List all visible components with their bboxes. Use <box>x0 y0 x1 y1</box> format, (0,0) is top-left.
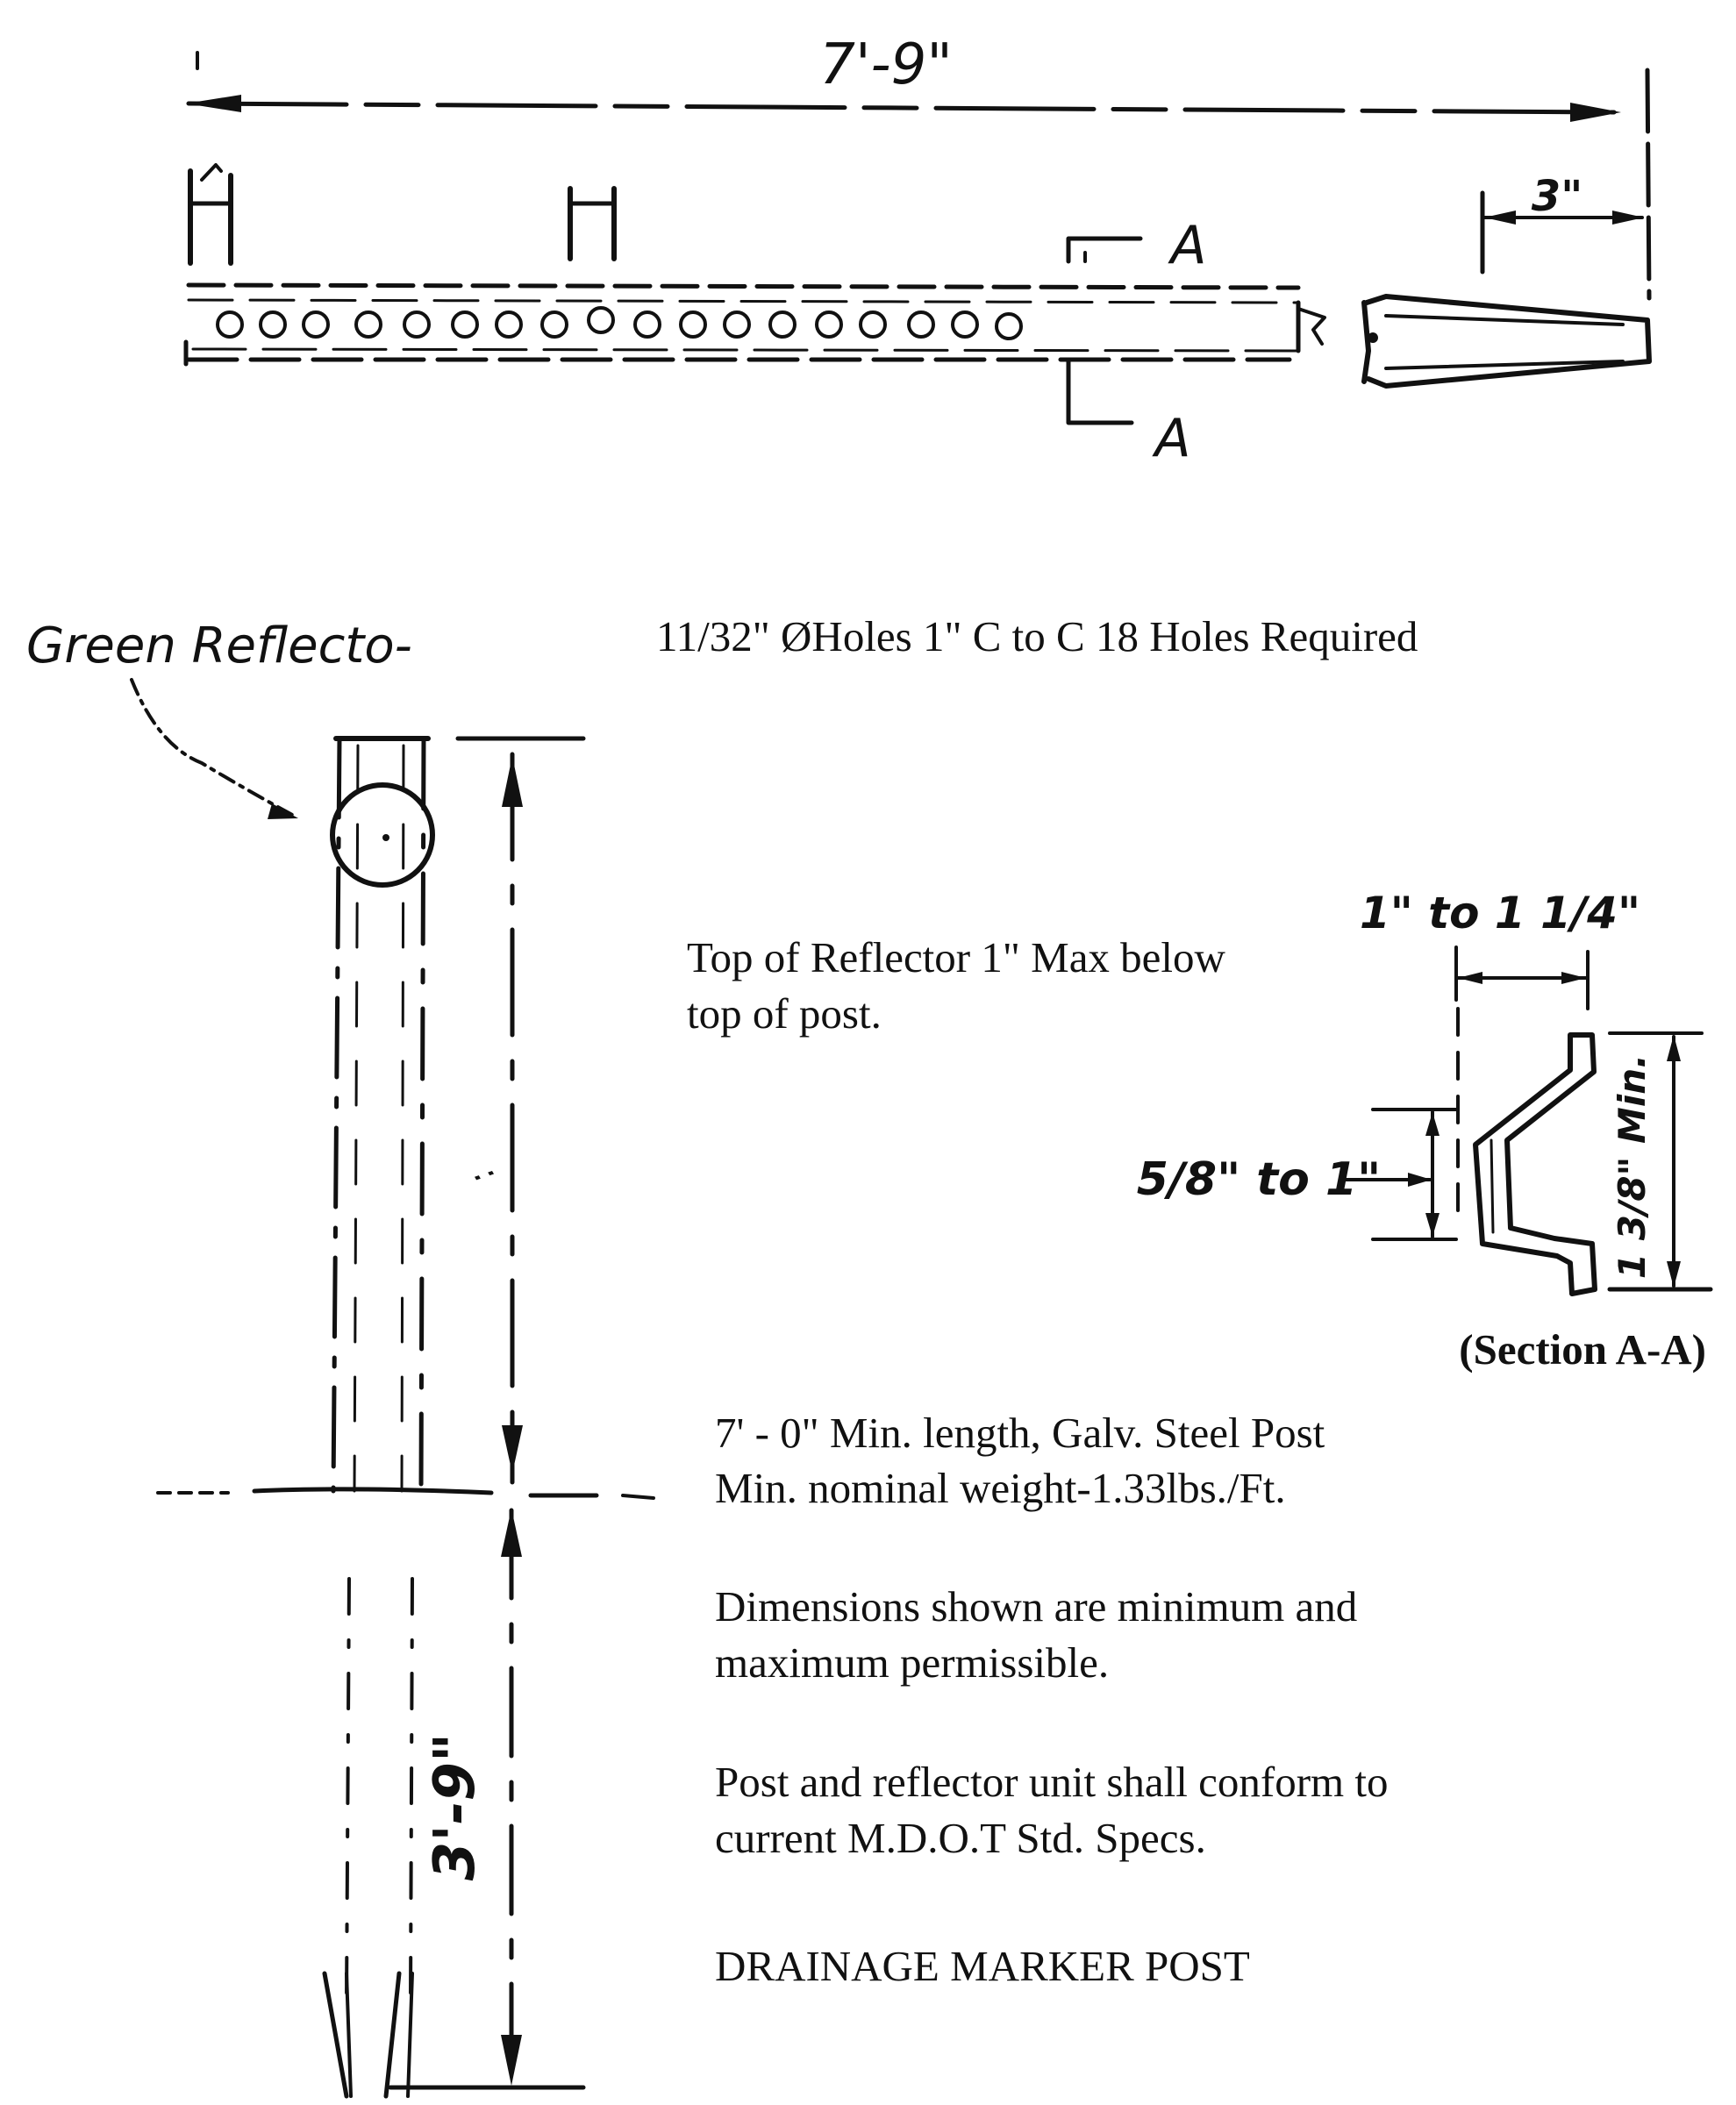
plan-view: 7'-9" 3" <box>183 32 1652 469</box>
section-mark-top: A <box>1167 215 1206 276</box>
svg-text::: : <box>466 1160 507 1190</box>
section-width-label: 1" to 1 1/4" <box>1360 888 1640 938</box>
h-mark-middle <box>568 186 617 261</box>
end-dimension: 3" <box>1480 172 1644 275</box>
conform-note-line2: current M.D.O.T Std. Specs. <box>715 1814 1206 1862</box>
section-height-label: 1 3/8" Min. <box>1611 1054 1654 1279</box>
drawing-title: DRAINAGE MARKER POST <box>715 1942 1250 1990</box>
section-a-a: 1" to 1 1/4" 5/8" to 1" 1 3/8" Min. (Sec… <box>1137 888 1713 1374</box>
section-depth-label: 5/8" to 1" <box>1137 1153 1382 1206</box>
post-note-line1: 7' - 0" Min. length, Galv. Steel Post <box>715 1409 1325 1457</box>
overall-length-label: 7'-9" <box>819 32 953 97</box>
h-mark-left <box>188 163 233 266</box>
end-dimension-label: 3" <box>1532 172 1582 221</box>
post-holes <box>216 306 1023 340</box>
reflector-circle <box>330 782 435 888</box>
post-note-line2: Min. nominal weight-1.33lbs./Ft. <box>715 1464 1286 1512</box>
reflector-note-line2: top of post. <box>687 989 882 1038</box>
dimensions-note-line2: maximum permissible. <box>715 1638 1109 1687</box>
embed-dimension-label: 3'-9" <box>423 1733 488 1881</box>
post-bar <box>183 282 1326 367</box>
post-elevation: : 3'-9" <box>130 678 655 2099</box>
section-cut-top: A <box>1066 215 1207 276</box>
overall-length-dimension: 7'-9" <box>186 32 1652 301</box>
section-cut-bottom: A <box>1066 357 1191 469</box>
reflector-note-line1: Top of Reflector 1" Max below <box>687 933 1226 981</box>
section-mark-bottom: A <box>1151 408 1190 469</box>
post-end <box>1361 294 1652 389</box>
holes-note: 11/32" ØHoles 1" C to C 18 Holes Require… <box>656 612 1418 660</box>
green-reflector-label: Green Reflecto- <box>26 617 412 674</box>
dimensions-note-line1: Dimensions shown are minimum and <box>715 1582 1357 1630</box>
section-caption: (Section A-A) <box>1459 1325 1706 1374</box>
conform-note-line1: Post and reflector unit shall conform to <box>715 1758 1389 1806</box>
